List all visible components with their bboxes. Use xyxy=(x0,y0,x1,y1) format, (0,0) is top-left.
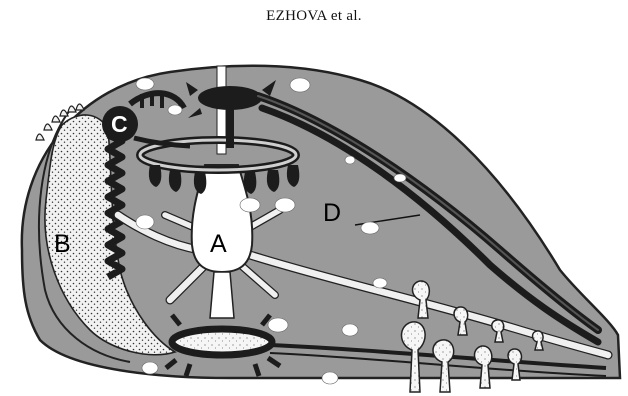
label-a: A xyxy=(210,230,227,258)
label-b: B xyxy=(54,230,71,258)
a-stalk xyxy=(210,272,234,318)
label-c: C xyxy=(111,111,128,137)
label-d: D xyxy=(323,199,341,227)
